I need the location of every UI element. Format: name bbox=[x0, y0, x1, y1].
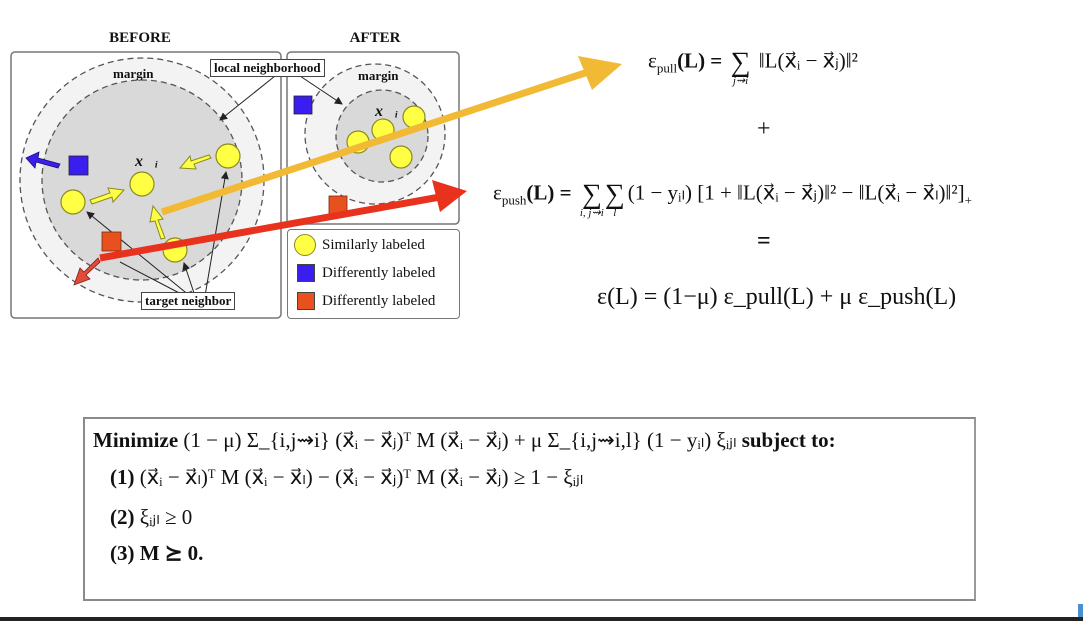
margin-label-after: margin bbox=[358, 68, 399, 83]
plus-sign: + bbox=[757, 116, 771, 142]
diagram-graphics bbox=[10, 51, 460, 319]
yellow-pull-arrow bbox=[149, 204, 166, 240]
orange-impostor-square bbox=[101, 231, 122, 252]
xi-label-after: x⃗ᵢ bbox=[375, 103, 399, 120]
orange-square-icon bbox=[297, 292, 315, 310]
pull-equation: εpull(L) = ∑j⇝i ‖L(x⃗ᵢ − x⃗ⱼ)‖² bbox=[648, 47, 858, 87]
scroll-indicator bbox=[1078, 604, 1083, 617]
push-equation: εpush(L) = ∑i, j⇝i∑l(1 − yᵢₗ) [1 + ‖L(x⃗… bbox=[493, 179, 972, 219]
push-arrow-shaft bbox=[99, 193, 441, 262]
similar-point bbox=[60, 189, 86, 215]
equals-sign: = bbox=[757, 228, 771, 254]
blue-impostor-square-after bbox=[293, 95, 313, 115]
blue-impostor-square bbox=[68, 155, 89, 176]
bottom-bar bbox=[0, 617, 1083, 621]
legend: Similarly labeled Differently labeled Di… bbox=[287, 229, 460, 319]
margin-label-before: margin bbox=[113, 66, 154, 81]
blue-push-arrow bbox=[25, 151, 61, 169]
legend-item-different-blue: Differently labeled bbox=[294, 261, 435, 285]
xi-point-before bbox=[129, 171, 155, 197]
pull-arrow-head-icon bbox=[578, 56, 622, 90]
constraint-2: (2) ξᵢⱼₗ ≥ 0 bbox=[110, 505, 193, 529]
push-arrow-head-icon bbox=[432, 180, 467, 212]
xi-label-before: x⃗ᵢ bbox=[135, 153, 159, 170]
before-title: BEFORE bbox=[109, 30, 171, 46]
yellow-pull-arrow bbox=[178, 154, 212, 170]
target-neighbor-label: target neighbor bbox=[141, 292, 236, 310]
blue-square-icon bbox=[297, 264, 315, 282]
after-title: AFTER bbox=[349, 30, 401, 46]
pull-arrow-shaft bbox=[160, 68, 590, 216]
constraint-1: (1) (x⃗ᵢ − x⃗ₗ)ᵀ M (x⃗ᵢ − x⃗ₗ) − (x⃗ᵢ − … bbox=[110, 465, 584, 489]
yellow-pull-arrow bbox=[89, 187, 126, 205]
local-neighborhood-label: local neighborhood bbox=[210, 59, 325, 77]
legend-item-different-orange: Differently labeled bbox=[294, 289, 435, 313]
yellow-circle-icon bbox=[294, 234, 316, 256]
legend-item-similar: Similarly labeled bbox=[294, 233, 425, 257]
similar-point bbox=[215, 143, 241, 169]
constraint-3: (3) M ⪰ 0. bbox=[110, 541, 204, 565]
total-loss-equation: ε(L) = (1−μ) ε_pull(L) + μ ε_push(L) bbox=[597, 284, 957, 310]
optimization-problem-box: Minimize (1 − μ) Σ_{i,j⇝i} (x⃗ᵢ − x⃗ⱼ)ᵀ … bbox=[83, 417, 976, 601]
orange-push-arrow bbox=[73, 257, 101, 286]
objective-line: Minimize (1 − μ) Σ_{i,j⇝i} (x⃗ᵢ − x⃗ⱼ)ᵀ … bbox=[93, 428, 836, 452]
connector-arrows bbox=[99, 56, 622, 262]
